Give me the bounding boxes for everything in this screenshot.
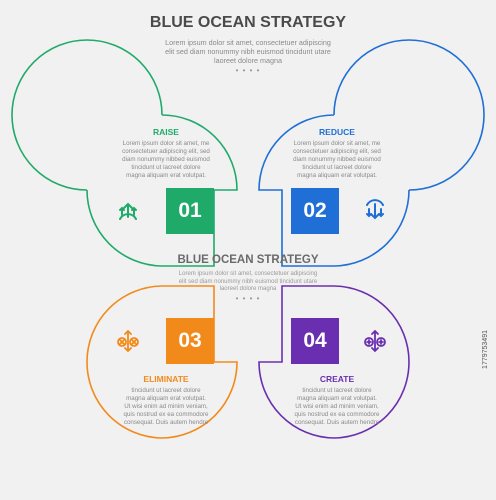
body-line: tincidunt ut lacreet dolore	[131, 387, 201, 394]
header-dots: • • • •	[235, 66, 261, 75]
raise-outline	[11, 39, 238, 267]
subtitle-line: laoreet dolore magna	[214, 56, 282, 65]
raise-body: Lorem ipsum dolor sit amet, me consectet…	[111, 140, 221, 180]
body-line: Ut wisi enim ad minim veniam,	[124, 402, 208, 410]
center-dots: • • • •	[235, 294, 261, 303]
body-line: diam nonummy nibbed euismod	[293, 155, 381, 163]
page-subtitle: Lorem ipsum dolor sit amet, consectetuer…	[148, 38, 348, 65]
raise-title: RAISE	[153, 127, 179, 137]
body-line: magna aliquam erat volutpat.	[126, 171, 206, 179]
eliminate-title: ELIMINATE	[143, 374, 189, 384]
body-line: tincidunt ut lacreet dolore	[302, 163, 372, 171]
create-outline	[258, 285, 410, 439]
body-line: Lorem ipsum dolor sit amet, me	[293, 140, 381, 147]
body-line: diam nonummy nibbed euismod	[122, 155, 210, 163]
body-line: quis nostrud ex ea commodore	[123, 410, 209, 418]
body-line: consequat. Duis autem hendre	[294, 418, 380, 426]
reduce-number-box: 02	[291, 188, 339, 234]
raise-number-box: 01	[166, 188, 214, 234]
body-line: Lorem ipsum dolor sit amet, me	[122, 140, 210, 147]
eliminate-number-box: 03	[166, 318, 214, 364]
body-line: magna aliquam erat volutpat.	[297, 171, 377, 179]
gear-arrows-down-icon	[366, 199, 384, 220]
reduce-outline	[258, 39, 485, 267]
center-body-line: Lorem ipsum dolor sit amet, consectetuer…	[178, 271, 318, 277]
body-line: magna aliquam erat volutpat.	[297, 394, 377, 402]
center-body-line: elit sed diam nonummy nibh euismod tinci…	[178, 278, 318, 285]
body-line: Ut wisi enim ad minim veniam,	[295, 402, 379, 410]
center-title: BLUE OCEAN STRATEGY	[177, 254, 319, 266]
eliminate-outline	[86, 285, 238, 439]
create-body: tincidunt ut lacreet dolore magna aliqua…	[282, 387, 392, 427]
eliminate-arrows-icon	[117, 329, 139, 353]
body-line: consectetuer adipiscing elit, sed	[293, 147, 381, 155]
center-body: Lorem ipsum dolor sit amet, consectetuer…	[176, 271, 320, 294]
body-line: consectetuer adipiscing elit, sed	[122, 147, 210, 155]
center-body-line: laoreet dolore magna	[219, 286, 277, 293]
subtitle-line: Lorem ipsum dolor sit amet, consectetuer…	[165, 38, 331, 47]
body-line: consequat. Duis autem hendre	[123, 418, 209, 426]
create-arrows-icon	[364, 329, 386, 353]
body-line: magna aliquam erat volutpat.	[126, 394, 206, 402]
reduce-body: Lorem ipsum dolor sit amet, me consectet…	[282, 140, 392, 180]
body-line: quis nostrud ex ea commodore	[294, 410, 380, 418]
body-line: tincidunt ut lacreet dolore	[302, 387, 372, 394]
subtitle-line: elit sed diam nonummy nibh euismod tinci…	[165, 47, 331, 56]
create-number-box: 04	[291, 318, 339, 364]
body-line: tincidunt ut lacreet dolore	[131, 163, 201, 171]
reduce-title: REDUCE	[319, 127, 355, 137]
page-title: BLUE OCEAN STRATEGY	[149, 14, 347, 31]
create-title: CREATE	[319, 374, 355, 384]
gear-arrows-up-icon	[119, 202, 137, 220]
stock-id: 1779753491	[482, 330, 489, 369]
eliminate-body: tincidunt ut lacreet dolore magna aliqua…	[111, 387, 221, 427]
